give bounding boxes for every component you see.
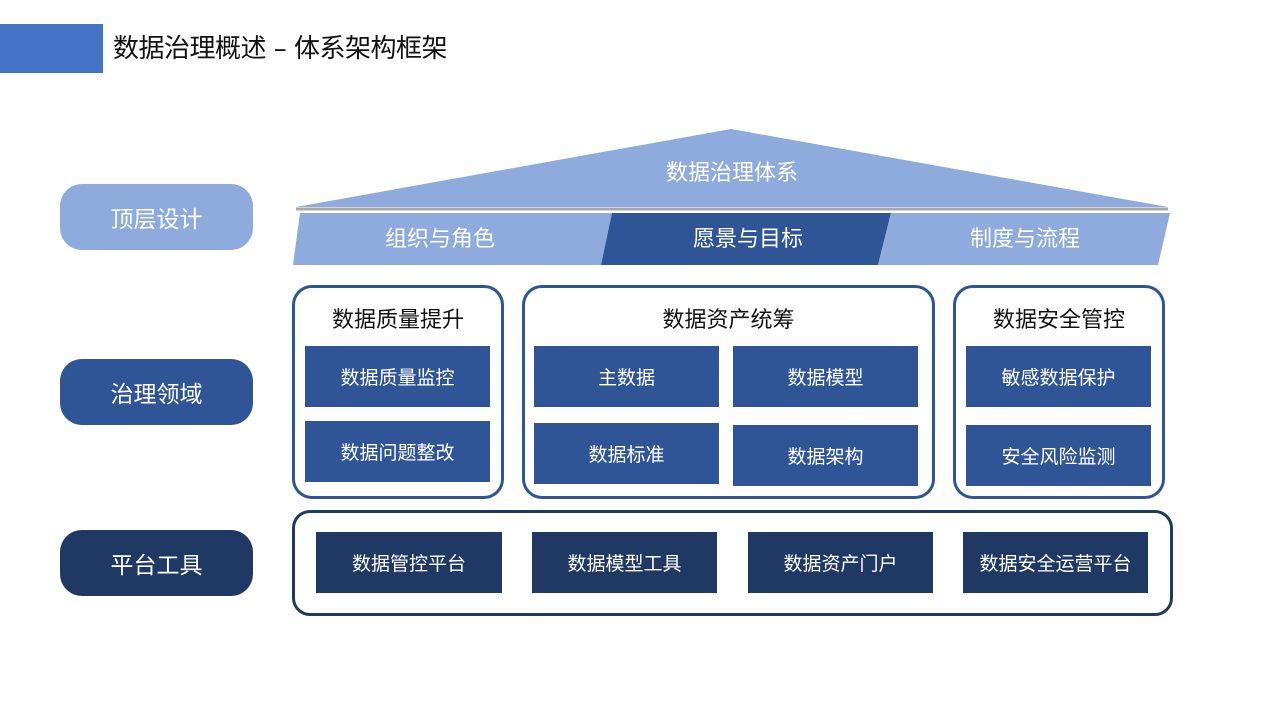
roof-segment-right bbox=[878, 213, 1170, 265]
title-accent-bar bbox=[0, 24, 103, 73]
roof-segment-center bbox=[601, 213, 891, 265]
domain-item-sensitive-data-protection: 敏感数据保护 bbox=[966, 346, 1151, 407]
domain-title-assets: 数据资产统筹 bbox=[662, 308, 795, 333]
domain-item-data-architecture: 数据架构 bbox=[733, 425, 918, 486]
domain-item-data-model: 数据模型 bbox=[733, 346, 918, 407]
level-label-bottom: 平台工具 bbox=[60, 530, 253, 596]
roof-segment-label-2: 愿景与目标 bbox=[692, 227, 803, 252]
domain-item-master-data: 主数据 bbox=[534, 346, 719, 407]
domain-item-data-standard: 数据标准 bbox=[534, 423, 719, 484]
level-label-top: 顶层设计 bbox=[60, 184, 253, 250]
domain-title-security: 数据安全管控 bbox=[992, 308, 1125, 333]
domain-item-quality-monitoring: 数据质量监控 bbox=[305, 346, 490, 407]
page-title: 数据治理概述 – 体系架构框架 bbox=[113, 34, 448, 64]
level-label-middle: 治理领域 bbox=[60, 359, 253, 425]
domain-item-security-risk-monitoring: 安全风险监测 bbox=[966, 425, 1151, 486]
roof-title: 数据治理体系 bbox=[665, 161, 798, 186]
domain-item-issue-remediation: 数据问题整改 bbox=[305, 421, 490, 482]
roof-triangle bbox=[296, 129, 1168, 207]
roof-segment-label-1: 组织与角色 bbox=[384, 227, 495, 252]
tool-data-asset-portal: 数据资产门户 bbox=[748, 532, 933, 593]
roof-segment-label-3: 制度与流程 bbox=[969, 227, 1080, 252]
tool-governance-platform: 数据管控平台 bbox=[316, 532, 502, 593]
roof-segment-left bbox=[293, 213, 612, 265]
domain-title-quality: 数据质量提升 bbox=[331, 308, 464, 333]
tool-security-operations-platform: 数据安全运营平台 bbox=[963, 532, 1148, 593]
tool-data-model-tool: 数据模型工具 bbox=[532, 532, 717, 593]
